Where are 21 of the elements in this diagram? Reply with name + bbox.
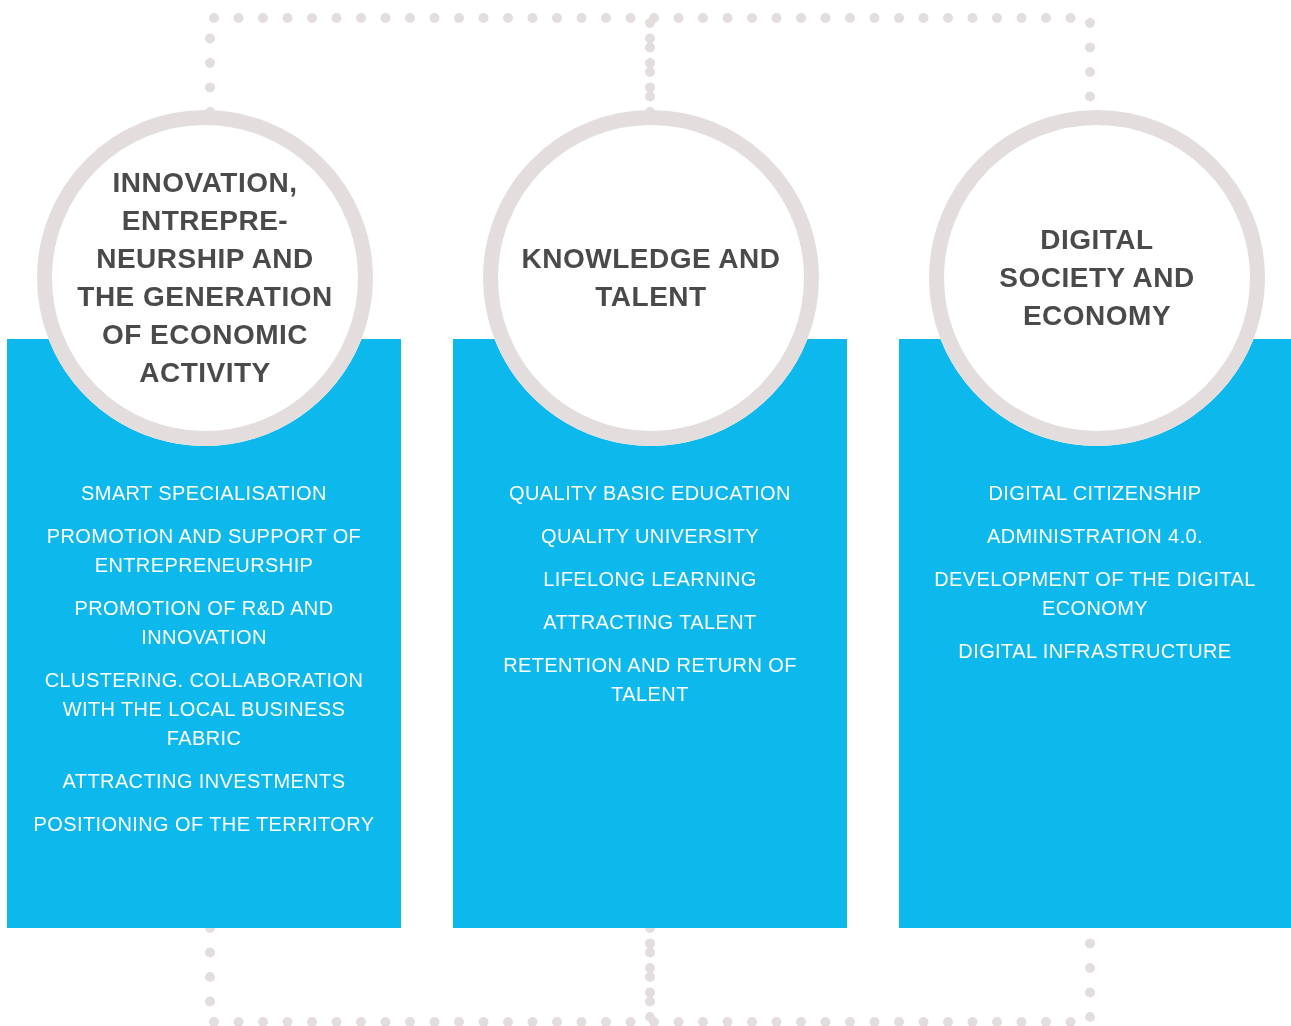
heading-text: KNOWLEDGE AND TALENT	[520, 242, 782, 314]
list-item: SMART SPECIALISATION	[80, 481, 328, 506]
heading-text: DIGITAL SOCIETY AND ECONOMY	[998, 223, 1196, 333]
list-item: CLUSTERING. COLLABORATION WITH THE LOCAL BUSINESS FABRIC	[43, 668, 365, 751]
heading-text: INNOVATION, ENTREPRE-NEURSHIP AND THE GENERATION OF ECONOMIC ACTIVITY	[76, 166, 334, 390]
list-item: QUALITY UNIVERSITY	[540, 524, 760, 549]
list-item: DIGITAL CITIZENSHIP	[987, 481, 1203, 506]
column-panel	[899, 447, 1291, 928]
list-item: POSITIONING OF THE TERRITORY	[32, 812, 376, 837]
list-item: PROMOTION AND SUPPORT OF ENTREPRENEURSHIP	[45, 524, 363, 578]
list-item: ADMINISTRATION 4.0.	[985, 524, 1205, 549]
list-item: RETENTION AND RETURN OF TALENT	[502, 653, 798, 707]
list-item: DIGITAL INFRASTRUCTURE	[957, 639, 1233, 664]
list-item: LIFELONG LEARNING	[542, 567, 758, 592]
list-item: QUALITY BASIC EDUCATION	[508, 481, 792, 506]
list-item: ATTRACTING INVESTMENTS	[61, 769, 347, 794]
list-item: ATTRACTING TALENT	[542, 610, 758, 635]
column-panel	[7, 447, 401, 928]
list-item: DEVELOPMENT OF THE DIGITAL ECONOMY	[933, 567, 1257, 621]
list-item: PROMOTION OF R&D AND INNOVATION	[73, 596, 335, 650]
column-panel	[453, 447, 847, 928]
